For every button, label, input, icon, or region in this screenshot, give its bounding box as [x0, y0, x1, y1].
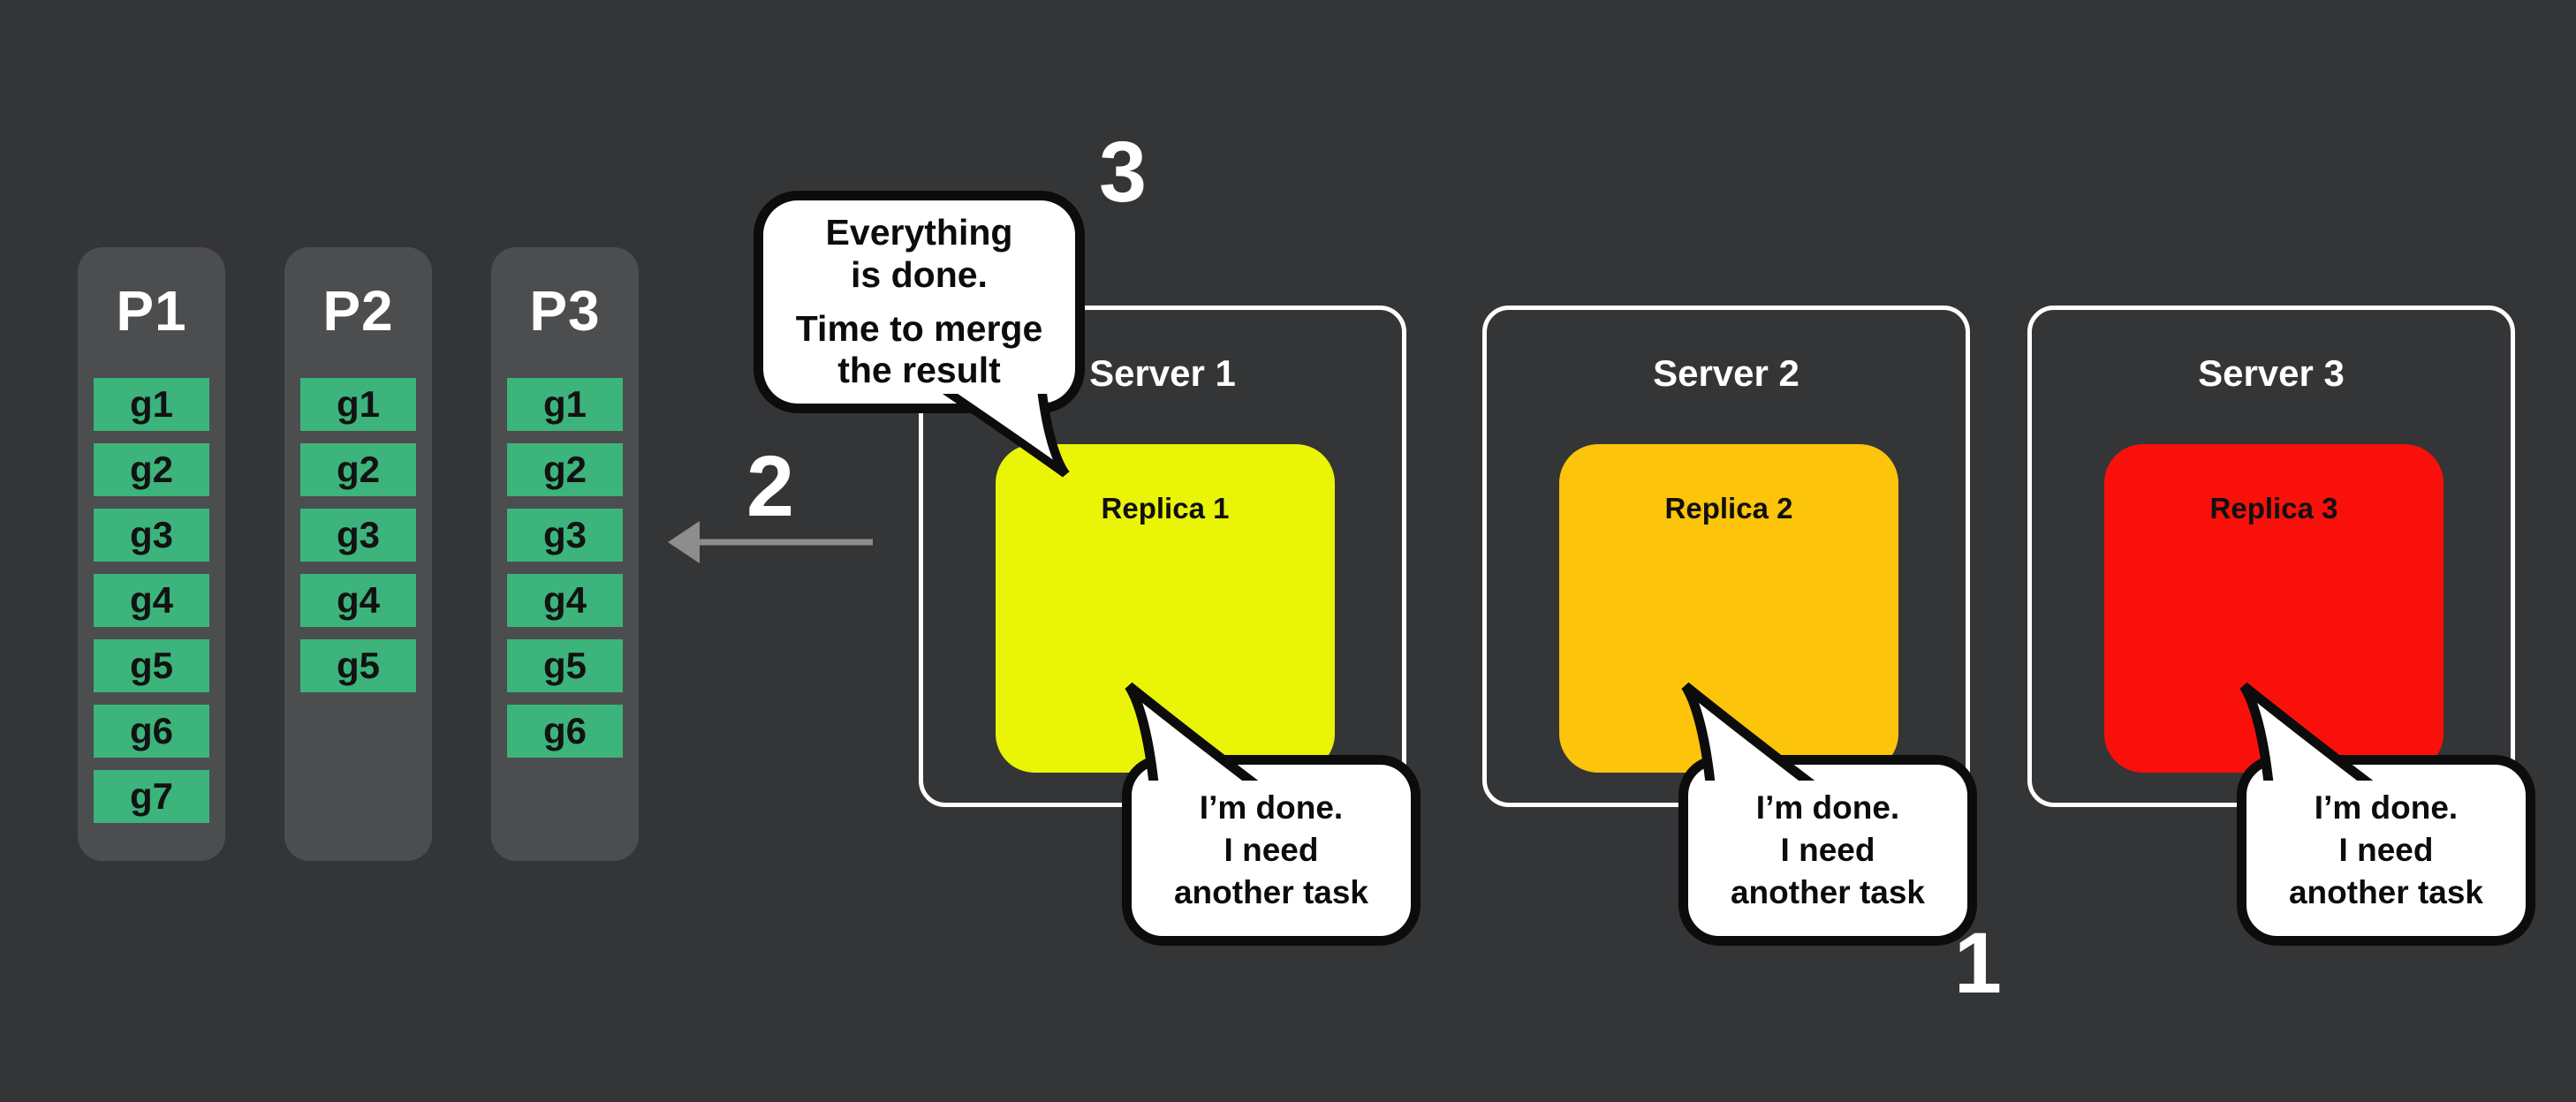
partition-p1: P1 g1 g2 g3 g4 g5 g6 g7 — [78, 247, 225, 861]
task-block: g2 — [507, 443, 623, 496]
partition-p1-tasks: g1 g2 g3 g4 g5 g6 g7 — [94, 378, 209, 823]
task-block: g2 — [94, 443, 209, 496]
speech-tail-icon — [932, 394, 1070, 478]
task-block: g2 — [300, 443, 416, 496]
replica-3-label: Replica 3 — [2209, 492, 2338, 525]
done-bubble-line: I’m done. — [1199, 789, 1344, 826]
step-2-label: 2 — [746, 438, 794, 534]
merge-bubble-line: Time to merge — [795, 307, 1043, 349]
done-bubble-line: I’m done. — [2314, 789, 2459, 826]
step-3-label: 3 — [1099, 124, 1147, 220]
partition-p2: P2 g1 g2 g3 g4 g5 — [284, 247, 432, 861]
done-bubble-line: I need — [1780, 831, 1875, 868]
server-3-label: Server 3 — [2198, 352, 2345, 394]
speech-tail-icon — [2239, 682, 2374, 781]
merge-arrow-icon — [668, 521, 873, 563]
task-block: g6 — [94, 705, 209, 758]
task-block: g5 — [94, 639, 209, 692]
done-bubble-line: I need — [2338, 831, 2434, 868]
partition-p1-title: P1 — [116, 279, 187, 343]
speech-tail-icon — [1125, 682, 1259, 781]
replica-2-label: Replica 2 — [1664, 492, 1793, 525]
merge-bubble-line: the result — [837, 350, 1001, 391]
task-block: g3 — [507, 509, 623, 562]
task-block: g4 — [94, 574, 209, 627]
merge-bubble-line: is done. — [851, 253, 988, 295]
task-block: g3 — [94, 509, 209, 562]
task-block: g6 — [507, 705, 623, 758]
task-block: g1 — [94, 378, 209, 431]
merge-bubble-line: Everything — [825, 212, 1013, 253]
task-block: g1 — [300, 378, 416, 431]
done-speech-bubble-2: I’m done. I need another task — [1678, 682, 1977, 946]
speech-tail-icon — [1681, 682, 1815, 781]
merge-speech-bubble: Everything is done. Time to merge the re… — [754, 191, 1085, 478]
partition-p3: P3 g1 g2 g3 g4 g5 g6 — [491, 247, 639, 861]
task-block: g4 — [507, 574, 623, 627]
task-block: g5 — [507, 639, 623, 692]
done-bubble-line: another task — [2288, 874, 2483, 911]
task-block: g7 — [94, 770, 209, 823]
replica-1-label: Replica 1 — [1101, 492, 1230, 525]
done-bubble-line: another task — [1173, 874, 1368, 911]
task-block: g4 — [300, 574, 416, 627]
task-block: g1 — [507, 378, 623, 431]
server-1-label: Server 1 — [1089, 352, 1236, 394]
partition-p2-title: P2 — [322, 279, 394, 343]
done-bubble-line: I’m done. — [1755, 789, 1900, 826]
done-speech-bubble-3: I’m done. I need another task — [2237, 682, 2535, 946]
partition-p3-title: P3 — [529, 279, 601, 343]
done-bubble-line: another task — [1730, 874, 1925, 911]
done-speech-bubble-1: I’m done. I need another task — [1122, 682, 1421, 946]
done-bubble-line: I need — [1224, 831, 1319, 868]
partition-p2-tasks: g1 g2 g3 g4 g5 — [300, 378, 416, 692]
partition-p3-tasks: g1 g2 g3 g4 g5 g6 — [507, 378, 623, 758]
task-block: g3 — [300, 509, 416, 562]
task-block: g5 — [300, 639, 416, 692]
server-2-label: Server 2 — [1653, 352, 1799, 394]
